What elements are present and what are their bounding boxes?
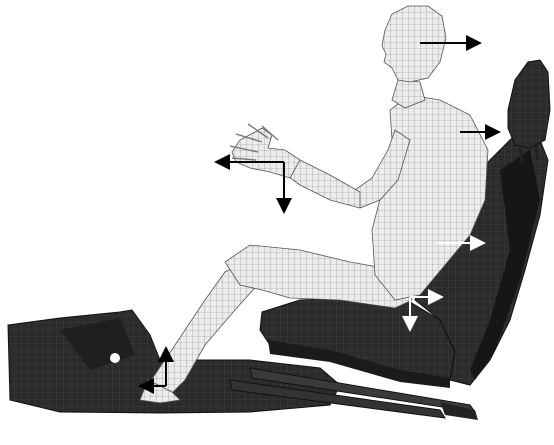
fe-model-illustration [0, 0, 554, 445]
figure-canvas [0, 0, 554, 445]
